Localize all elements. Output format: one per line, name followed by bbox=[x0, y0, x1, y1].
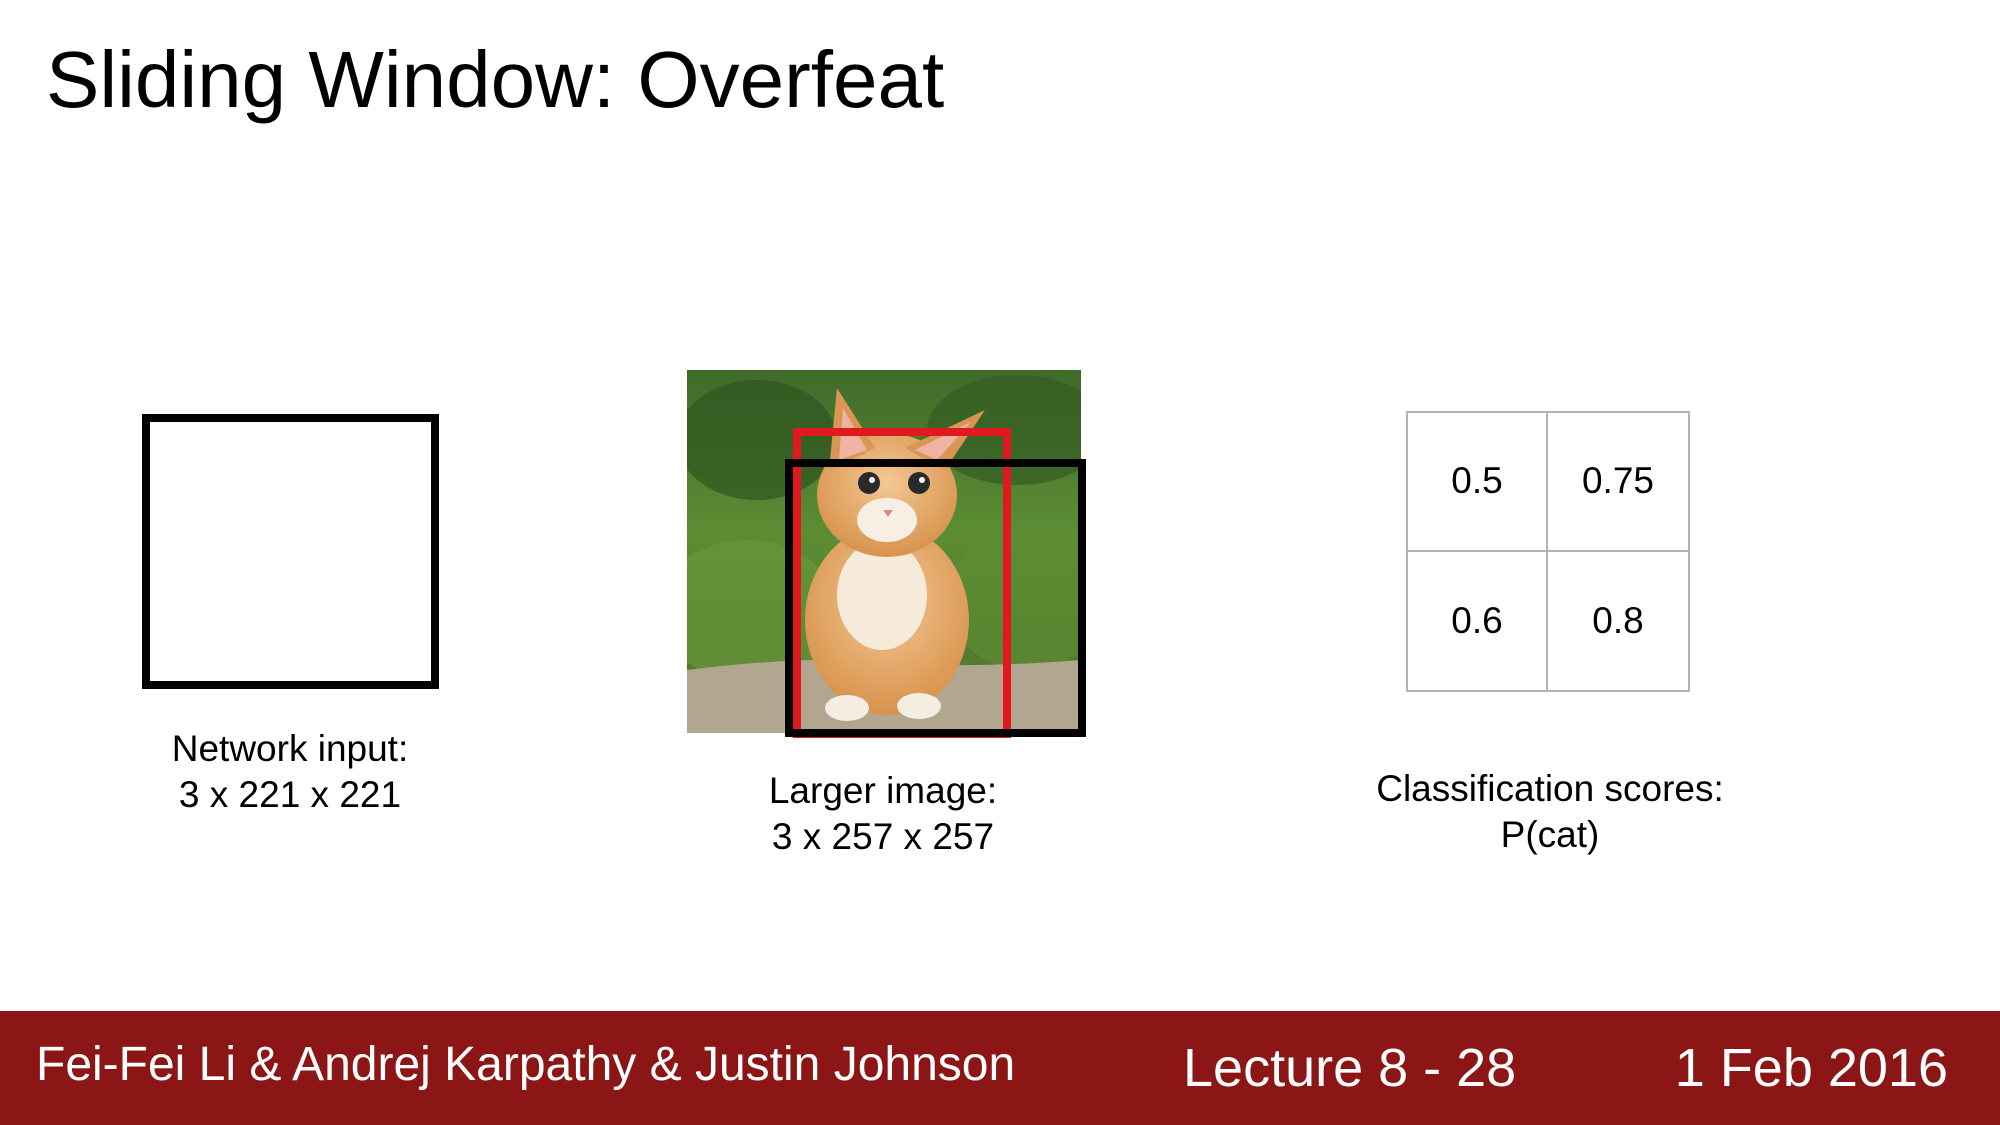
classification-label: Classification scores: bbox=[1376, 768, 1724, 809]
score-cell: 0.8 bbox=[1592, 599, 1644, 641]
sliding-window-black bbox=[785, 459, 1086, 737]
network-input-box bbox=[142, 414, 439, 689]
footer-lecture-number: Lecture 8 - 28 bbox=[1183, 1038, 1517, 1098]
score-cell: 0.5 bbox=[1408, 413, 1548, 552]
larger-image-label: Larger image: bbox=[768, 770, 998, 811]
score-cell: 0.6 bbox=[1408, 551, 1548, 690]
footer-date: 1 Feb 2016 bbox=[1674, 1038, 1948, 1098]
classification-caption: Classification scores: P(cat) bbox=[1300, 766, 1800, 858]
footer-authors: Fei-Fei Li & Andrej Karpathy & Justin Jo… bbox=[36, 1038, 1016, 1091]
network-input-caption: Network input: 3 x 221 x 221 bbox=[90, 726, 490, 818]
score-cell: 0.75 bbox=[1548, 413, 1688, 552]
larger-image-size: 3 x 257 x 257 bbox=[771, 816, 995, 857]
classification-target: P(cat) bbox=[1500, 814, 1600, 855]
footer-bar: Fei-Fei Li & Andrej Karpathy & Justin Jo… bbox=[0, 1011, 2000, 1125]
slide-title: Sliding Window: Overfeat bbox=[46, 35, 945, 124]
larger-image-caption: Larger image: 3 x 257 x 257 bbox=[683, 768, 1083, 860]
network-input-size: 3 x 221 x 221 bbox=[178, 774, 402, 815]
classification-score-grid: 0.5 0.75 0.6 0.8 bbox=[1406, 411, 1690, 692]
network-input-label: Network input: bbox=[171, 728, 409, 769]
